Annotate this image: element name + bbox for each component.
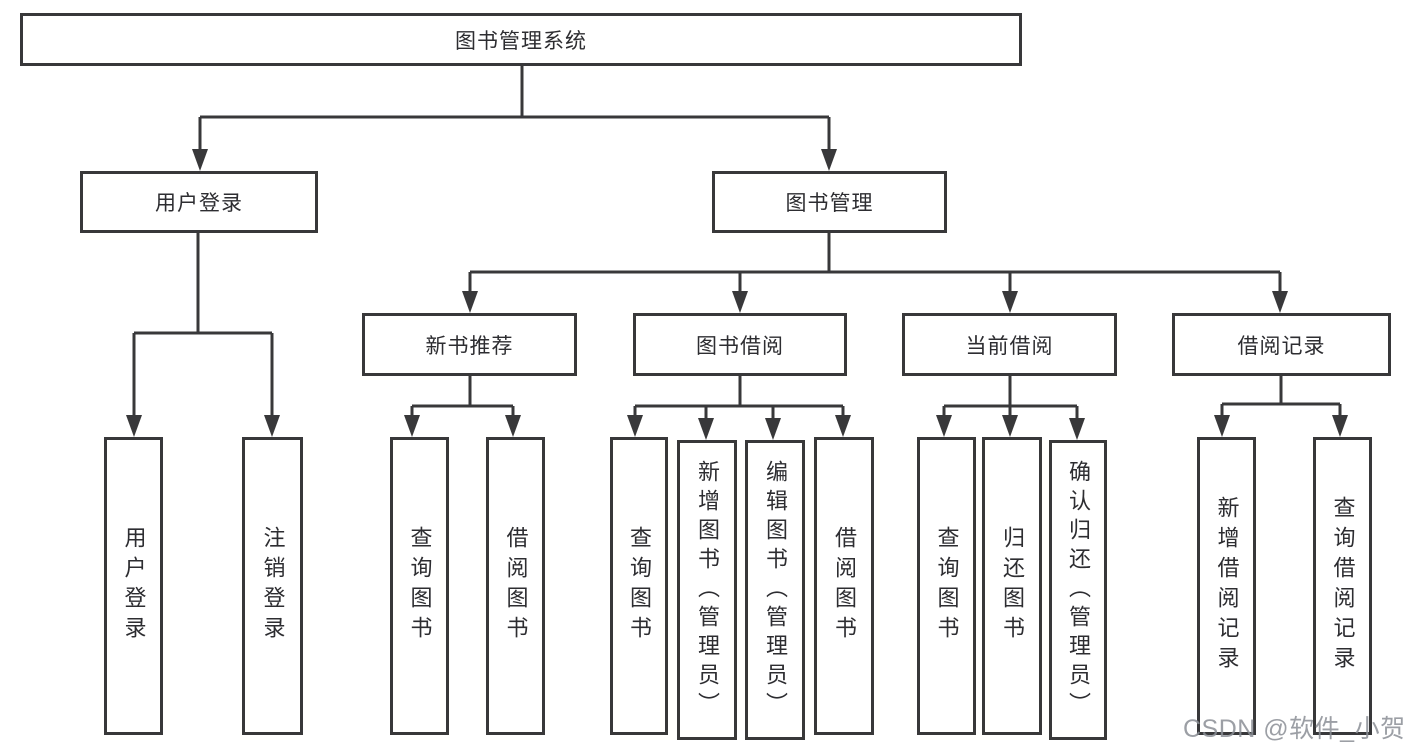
arrowhead-icon	[821, 149, 837, 171]
node-label: 图书管理	[785, 192, 874, 215]
node-label: 归还图书	[1000, 526, 1025, 646]
csdn-watermark: CSDN @软件_小贺同学	[1183, 715, 1405, 743]
node-label: 查询图书	[627, 526, 652, 646]
arrowhead-icon	[505, 415, 521, 437]
node-user-login: 用户登录	[80, 171, 318, 233]
node-label: 查询图书	[407, 526, 433, 646]
node-current-borrowing: 当前借阅	[902, 313, 1117, 376]
arrowhead-icon	[404, 415, 420, 437]
arrowhead-icon	[1002, 291, 1018, 313]
arrowhead-icon	[936, 415, 952, 437]
arrowhead-icon	[264, 415, 280, 437]
leaf-user-login: 用户登录	[104, 437, 163, 735]
node-label: 借阅图书	[503, 526, 529, 646]
arrowhead-icon	[1002, 415, 1018, 437]
node-label: 用户登录	[121, 526, 147, 646]
leaf-borrow-books: 借阅图书	[814, 437, 874, 735]
arrowhead-icon	[462, 291, 478, 313]
node-label: 编辑图书（管理员）	[763, 459, 788, 721]
node-label: 图书借阅	[696, 334, 784, 358]
node-label: 查询借阅记录	[1330, 496, 1356, 676]
node-library-management-system: 图书管理系统	[20, 13, 1022, 66]
node-label: 图书管理系统	[455, 29, 587, 53]
tree-edges	[132, 66, 1342, 419]
node-label: 确认归还（管理员）	[1066, 459, 1091, 721]
arrowhead-icon	[765, 418, 781, 440]
arrowhead-icon	[1069, 418, 1085, 440]
arrowhead-icon	[732, 291, 748, 313]
leaf-query-books: 查询图书	[917, 437, 976, 735]
arrowheads	[126, 149, 1348, 440]
node-book-borrowing: 图书借阅	[633, 313, 847, 376]
arrowhead-icon	[835, 415, 851, 437]
arrowhead-icon	[1272, 291, 1288, 313]
leaf-confirm-return-admin: 确认归还（管理员）	[1049, 440, 1107, 740]
arrowhead-icon	[192, 149, 208, 171]
node-new-book-recommend: 新书推荐	[362, 313, 577, 376]
leaf-add-borrow-record: 新增借阅记录	[1197, 437, 1256, 735]
node-label: 用户登录	[155, 192, 243, 215]
leaf-return-books: 归还图书	[982, 437, 1042, 735]
arrowhead-icon	[698, 418, 714, 440]
arrowhead-icon	[126, 415, 142, 437]
node-label: 借阅记录	[1237, 334, 1326, 358]
node-label: 新增借阅记录	[1214, 496, 1240, 676]
node-label: 新增图书（管理员）	[695, 459, 720, 721]
leaf-logout: 注销登录	[242, 437, 303, 735]
node-borrowing-records: 借阅记录	[1172, 313, 1391, 376]
node-label: 注销登录	[260, 526, 286, 646]
node-label: 新书推荐	[425, 334, 514, 358]
arrowhead-icon	[1214, 415, 1230, 437]
leaf-query-borrow-record: 查询借阅记录	[1313, 437, 1372, 735]
leaf-add-books-admin: 新增图书（管理员）	[677, 440, 737, 740]
arrowhead-icon	[1332, 415, 1348, 437]
node-book-management: 图书管理	[712, 171, 947, 233]
leaf-edit-books-admin: 编辑图书（管理员）	[745, 440, 805, 740]
node-label: 查询图书	[934, 526, 960, 646]
leaf-borrow-books: 借阅图书	[486, 437, 545, 735]
node-label: 当前借阅	[965, 334, 1054, 358]
leaf-query-books: 查询图书	[610, 437, 668, 735]
leaf-query-books: 查询图书	[390, 437, 449, 735]
node-label: 借阅图书	[832, 526, 857, 646]
arrowhead-icon	[627, 415, 643, 437]
